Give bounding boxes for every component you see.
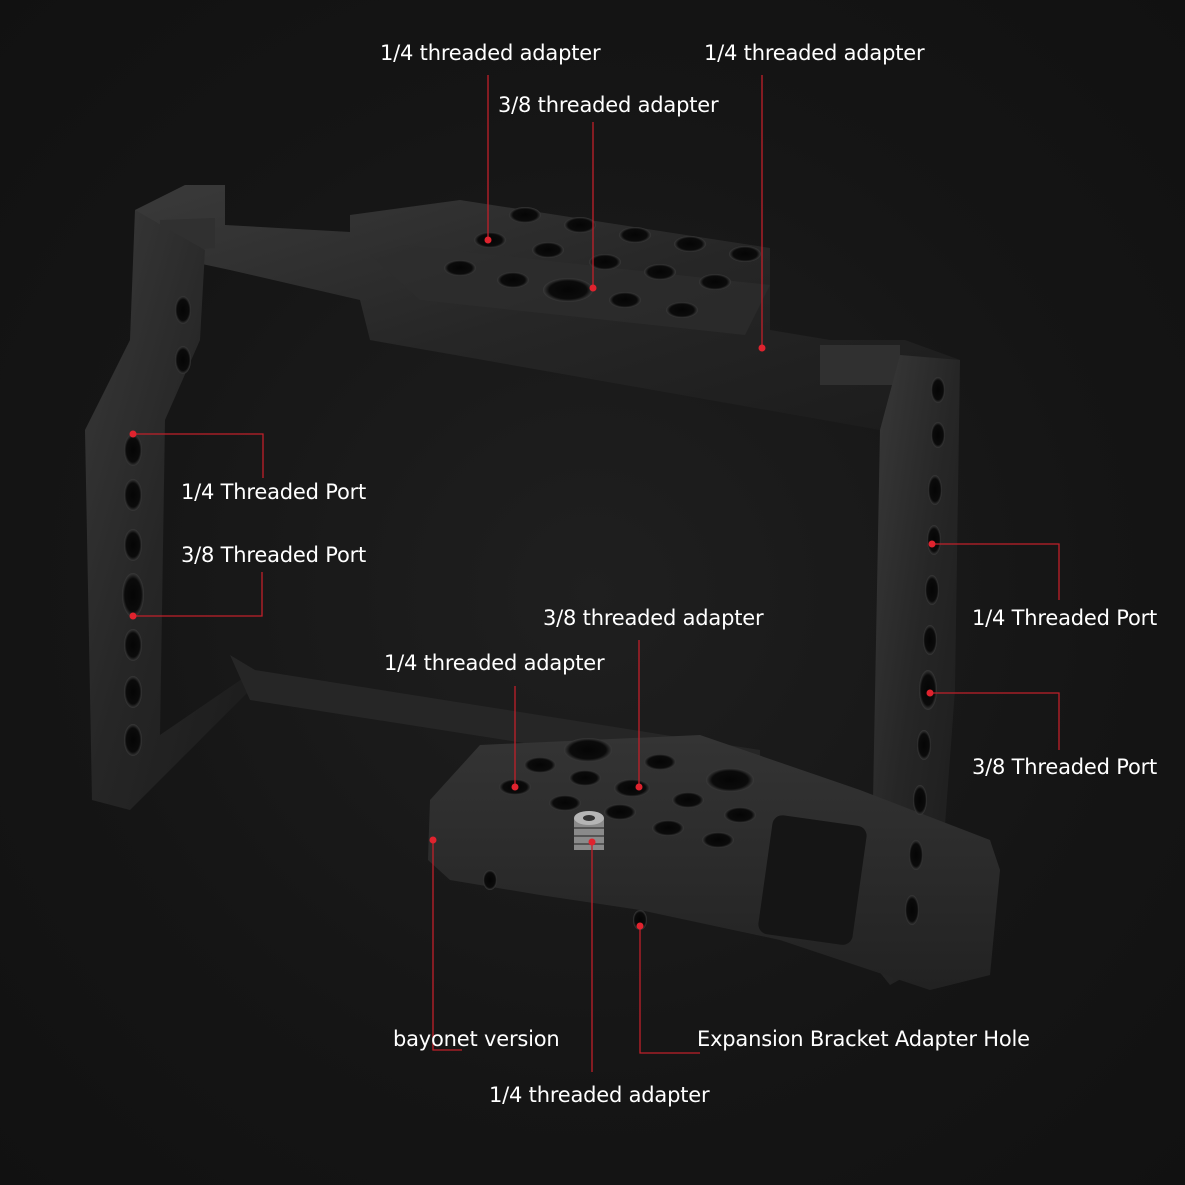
leader-left-14-port bbox=[133, 433, 264, 478]
marker-right-38-port bbox=[926, 689, 934, 697]
label-expansion-hole: Expansion Bracket Adapter Hole bbox=[697, 1027, 1030, 1051]
label-top-38-adapter: 3/8 threaded adapter bbox=[498, 93, 719, 117]
label-right-14-port: 1/4 Threaded Port bbox=[972, 606, 1158, 630]
quick-release-screw bbox=[574, 811, 604, 850]
leader-right-38-port bbox=[930, 692, 1060, 750]
label-top-left-14-adapter: 1/4 threaded adapter bbox=[380, 41, 601, 65]
marker-top-right-14 bbox=[758, 344, 766, 352]
label-bottom-14-adapter: 1/4 threaded adapter bbox=[384, 651, 605, 675]
cage-left-upright bbox=[85, 210, 255, 810]
leader-bayonet bbox=[432, 840, 462, 1051]
cage-top-bar bbox=[135, 185, 960, 440]
right-upright-holes bbox=[905, 377, 945, 925]
marker-bottom-14 bbox=[511, 783, 519, 791]
marker-bayonet bbox=[429, 836, 437, 844]
label-top-right-14-adapter: 1/4 threaded adapter bbox=[704, 41, 925, 65]
leader-left-38-port bbox=[133, 572, 263, 617]
label-bayonet-version: bayonet version bbox=[393, 1027, 560, 1051]
label-right-38-port: 3/8 Threaded Port bbox=[972, 755, 1158, 779]
label-screw-14-adapter: 1/4 threaded adapter bbox=[489, 1083, 710, 1107]
marker-right-14-port bbox=[928, 540, 936, 548]
marker-top-left-14 bbox=[484, 236, 492, 244]
leader-lines bbox=[129, 75, 1060, 1072]
marker-screw-14 bbox=[588, 838, 596, 846]
marker-left-14-port bbox=[129, 430, 137, 438]
marker-expansion-hole bbox=[636, 922, 644, 930]
marker-bottom-38 bbox=[635, 783, 643, 791]
label-left-14-port: 1/4 Threaded Port bbox=[181, 480, 367, 504]
marker-left-38-port bbox=[129, 612, 137, 620]
leader-right-14-port bbox=[932, 543, 1060, 600]
label-left-38-port: 3/8 Threaded Port bbox=[181, 543, 367, 567]
label-bottom-38-adapter: 3/8 threaded adapter bbox=[543, 606, 764, 630]
leader-expansion-hole bbox=[639, 926, 700, 1054]
left-upright-holes bbox=[122, 296, 191, 756]
base-plate-holes bbox=[483, 738, 756, 930]
marker-top-38 bbox=[589, 284, 597, 292]
